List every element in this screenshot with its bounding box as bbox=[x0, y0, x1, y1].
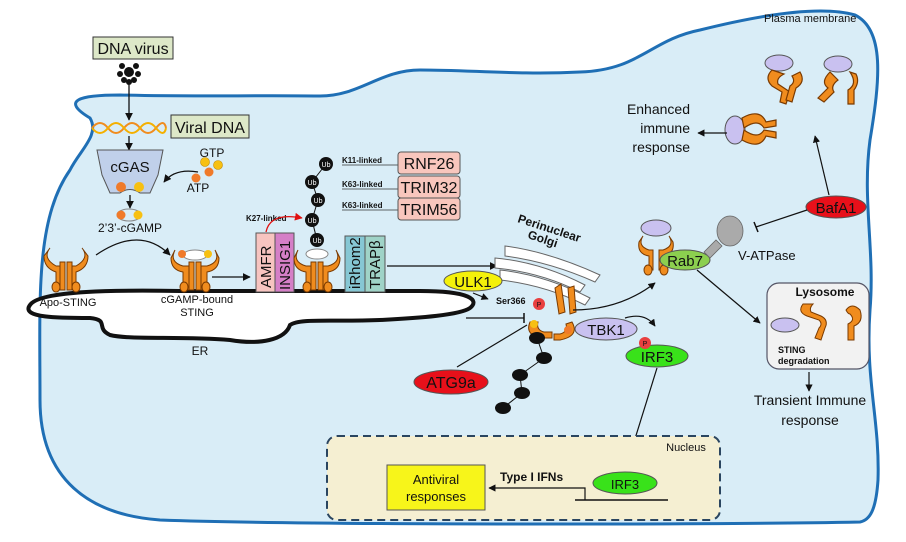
rnf26-label: RNF26 bbox=[404, 156, 455, 173]
atp-label: ATP bbox=[187, 181, 209, 195]
trim56-label: TRIM56 bbox=[401, 202, 458, 219]
enhanced-label-1: Enhanced bbox=[627, 101, 690, 117]
ub-5: Ub bbox=[322, 162, 331, 169]
golgi-ubiquitin-chain bbox=[495, 332, 552, 414]
ser366-label: Ser366 bbox=[496, 296, 526, 306]
enhanced-label-2: immune bbox=[640, 120, 690, 136]
irf3-label: IRF3 bbox=[641, 349, 674, 366]
viral-dna-label: Viral DNA bbox=[175, 120, 245, 137]
transient-label-1: Transient Immune bbox=[754, 392, 867, 408]
tbk1-label: TBK1 bbox=[587, 322, 625, 339]
trim32-label: TRIM32 bbox=[401, 180, 458, 197]
bafa1-label: BafA1 bbox=[816, 200, 857, 217]
cgas-enzyme bbox=[96, 149, 164, 194]
degraded-sting-fragments bbox=[800, 303, 862, 341]
gtp-label: GTP bbox=[200, 146, 225, 160]
virus-particle-icon bbox=[117, 63, 141, 85]
insig1-label: INSIG1 bbox=[277, 241, 294, 290]
bafa1-node bbox=[805, 195, 867, 219]
k63-linked-label-2: K63-linked bbox=[342, 201, 383, 210]
dna-virus-label: DNA virus bbox=[97, 41, 168, 58]
ub-2: Ub bbox=[308, 218, 317, 225]
cgamp-molecule bbox=[116, 208, 143, 222]
trapb-box bbox=[364, 235, 386, 293]
antiviral-label-2: responses bbox=[406, 489, 466, 504]
nucleus-label: Nucleus bbox=[666, 442, 706, 454]
ub-3: Ub bbox=[314, 198, 323, 205]
golgi-apparatus bbox=[494, 245, 601, 306]
sting-degradation-label-2: degradation bbox=[778, 356, 830, 366]
irf3-node bbox=[625, 344, 689, 368]
cell-plasma-membrane bbox=[38, 9, 880, 526]
ub-1: Ub bbox=[313, 238, 322, 245]
cgamp-bound-sting-protein bbox=[170, 249, 220, 293]
phospho-ser366 bbox=[533, 298, 545, 310]
apo-sting-label: Apo-STING bbox=[40, 297, 97, 309]
k27-linked-label: K27-linked bbox=[246, 214, 287, 223]
cgamp-bound-label-1: cGAMP-bound bbox=[161, 294, 233, 306]
nuclear-irf3-node bbox=[592, 471, 658, 495]
ub-4: Ub bbox=[308, 180, 317, 187]
amfr-label: AMFR bbox=[258, 245, 275, 288]
cgas-label: cGAS bbox=[110, 159, 149, 176]
type-i-ifns-label: Type I IFNs bbox=[500, 470, 563, 484]
v-atpase-icon bbox=[703, 215, 744, 259]
atg9a-label: ATG9a bbox=[426, 375, 476, 392]
cgamp-bound-label-2: STING bbox=[180, 307, 214, 319]
er-label: ER bbox=[192, 344, 209, 358]
phospho-irf3 bbox=[639, 337, 651, 349]
sting-degradation-label-1: STING bbox=[778, 345, 806, 355]
k63-linked-label-1: K63-linked bbox=[342, 180, 383, 189]
viral-dna-box bbox=[170, 114, 250, 139]
enhanced-label-3: response bbox=[632, 139, 690, 155]
antiviral-label-1: Antiviral bbox=[413, 472, 459, 487]
transient-label-2: response bbox=[781, 412, 839, 428]
dna-virus-box bbox=[92, 36, 174, 60]
plasma-membrane-label: Plasma membrane bbox=[764, 13, 856, 25]
irhom2-label: iRhom2 bbox=[347, 237, 364, 289]
viral-dna-helix-icon bbox=[91, 122, 167, 134]
ulk1-label: ULK1 bbox=[454, 274, 492, 291]
v-atpase-label: V-ATPase bbox=[738, 248, 796, 263]
tbk1-node bbox=[574, 317, 638, 341]
plasma-membrane-sting-cluster bbox=[724, 54, 859, 145]
p-label-1: P bbox=[537, 302, 542, 309]
ulk1-node bbox=[443, 270, 503, 292]
trim56-box bbox=[397, 197, 461, 221]
rab7-node bbox=[659, 249, 711, 271]
antiviral-responses-box bbox=[386, 464, 486, 511]
lysosome-label: Lysosome bbox=[796, 285, 855, 299]
atg9a-node bbox=[413, 369, 489, 395]
apo-sting-protein bbox=[43, 247, 89, 293]
ubiquitin-chain: Ub Ub Ub Ub Ub bbox=[305, 157, 333, 247]
nuclear-irf3-label: IRF3 bbox=[611, 477, 639, 492]
lysosome-box bbox=[766, 282, 870, 370]
rab7-label: Rab7 bbox=[667, 253, 703, 270]
k11-linked-label: K11-linked bbox=[342, 156, 382, 165]
trapb-label: TRAPβ bbox=[367, 240, 384, 289]
p-label-2: P bbox=[643, 341, 648, 348]
endoplasmic-reticulum bbox=[26, 288, 476, 344]
rnf26-box bbox=[397, 151, 461, 175]
cgamp-label: 2’3’-cGAMP bbox=[98, 221, 162, 235]
ubiquitinated-sting-protein bbox=[293, 249, 341, 293]
